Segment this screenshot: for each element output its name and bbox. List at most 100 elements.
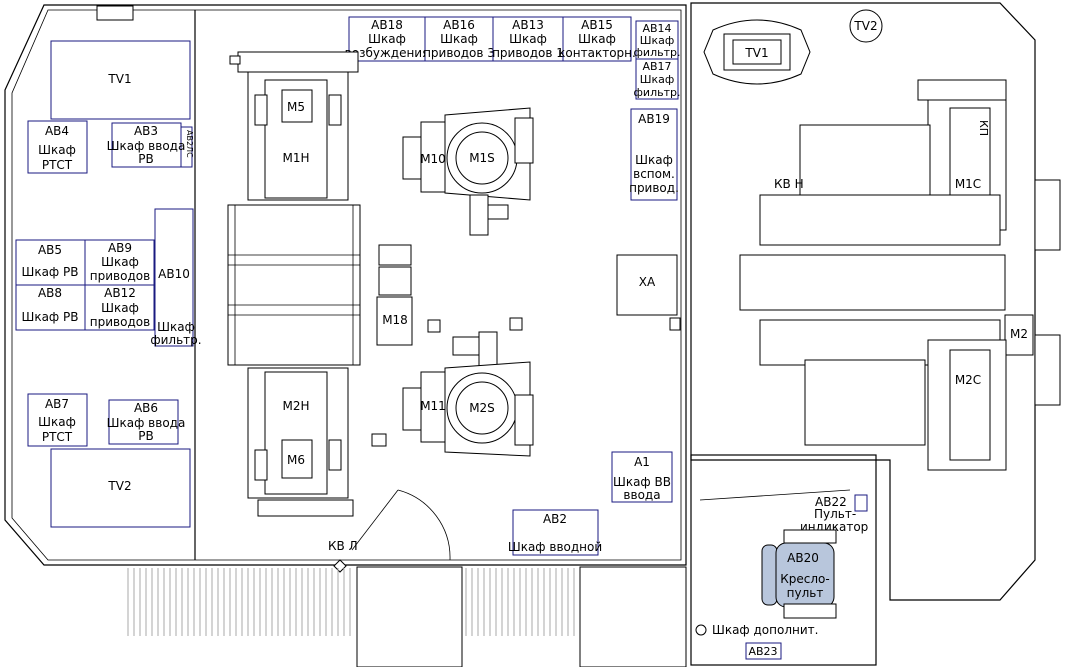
svg-text:AB19: AB19 <box>638 112 670 126</box>
hull-inner-outline <box>11 9 682 561</box>
svg-text:Шкаф: Шкаф <box>640 34 675 47</box>
svg-text:XA: XA <box>639 275 656 289</box>
panel-tv1[interactable]: TV1 <box>50 40 191 120</box>
svg-text:Шкаф ввода: Шкаф ввода <box>107 139 186 153</box>
main-drum <box>227 204 361 366</box>
svg-text:приводов: приводов <box>90 315 150 329</box>
panel-ab3[interactable]: AB3 Шкаф ввода РВ АВ2ЛС <box>107 122 194 168</box>
svg-text:Шкаф: Шкаф <box>440 32 478 46</box>
cab-outline <box>690 2 1036 601</box>
svg-text:Шкаф: Шкаф <box>38 143 76 157</box>
svg-text:Шкаф вводной: Шкаф вводной <box>508 540 602 554</box>
svg-text:AB3: AB3 <box>134 124 158 138</box>
seat-console-ab20[interactable]: AB20 Кресло- пульт <box>761 529 837 619</box>
svg-text:AB16: AB16 <box>443 18 475 32</box>
panel-ab5[interactable]: AB5 Шкаф РВ <box>15 239 86 286</box>
svg-text:Шкаф: Шкаф <box>38 415 76 429</box>
svg-text:M6: M6 <box>287 453 305 467</box>
svg-text:РВ: РВ <box>138 152 153 166</box>
svg-text:AB12: AB12 <box>104 286 136 300</box>
svg-text:пульт: пульт <box>787 586 824 600</box>
svg-text:Шкаф: Шкаф <box>509 32 547 46</box>
svg-text:M11: M11 <box>420 399 446 413</box>
svg-text:КВ Н: КВ Н <box>774 177 804 191</box>
svg-text:M5: M5 <box>287 100 305 114</box>
svg-text:A1: A1 <box>634 455 650 469</box>
cab-tv2-marker: TV2 <box>849 9 883 43</box>
svg-text:AB5: AB5 <box>38 243 62 257</box>
cabinet-ab23[interactable]: Шкаф дополнит. AB23 <box>695 623 818 660</box>
svg-text:РТСТ: РТСТ <box>42 430 73 444</box>
svg-text:M1H: M1H <box>282 151 309 165</box>
cabinet-ab2[interactable]: AB2 Шкаф вводной <box>508 509 602 556</box>
svg-text:Шкаф: Шкаф <box>101 301 139 315</box>
cabinet-ab16[interactable]: AB16 Шкаф приводов 3 <box>423 16 495 62</box>
svg-text:ввода: ввода <box>623 488 660 502</box>
svg-text:TV1: TV1 <box>744 46 768 60</box>
svg-text:M1S: M1S <box>469 151 495 165</box>
roof-hatch <box>96 5 134 21</box>
panel-ab6[interactable]: AB6 Шкаф ввода РВ <box>107 399 186 445</box>
pult-indicator-ab22[interactable]: AB22 Пульт- индикатор <box>699 489 868 534</box>
svg-text:AB9: AB9 <box>108 241 132 255</box>
motor-m10-m1s: M10 M1S <box>402 107 534 236</box>
traction-motor-m2h: M2H M6 <box>247 367 354 517</box>
svg-text:Шкаф: Шкаф <box>157 320 195 334</box>
svg-text:приводов 1: приводов 1 <box>492 46 564 60</box>
svg-text:Шкаф РВ: Шкаф РВ <box>22 310 79 324</box>
svg-text:AB10: AB10 <box>158 267 190 281</box>
panel-ab9[interactable]: AB9 Шкаф приводов <box>84 239 155 286</box>
cabinet-a1[interactable]: A1 Шкаф ВВ ввода <box>611 451 673 503</box>
svg-text:AB20: AB20 <box>787 551 819 565</box>
svg-text:Шкаф ВВ: Шкаф ВВ <box>613 475 671 489</box>
cabinet-ab15[interactable]: AB15 Шкаф контакторн. <box>558 16 636 62</box>
svg-text:AB8: AB8 <box>38 286 62 300</box>
cabinet-ab13[interactable]: AB13 Шкаф приводов 1 <box>492 16 564 62</box>
svg-text:контакторн.: контакторн. <box>558 46 636 60</box>
cab-motor-m2c: M2C <box>927 339 1007 471</box>
hull-outline <box>4 4 687 566</box>
svg-text:Шкаф: Шкаф <box>578 32 616 46</box>
cabinet-ab18[interactable]: AB18 Шкаф возбуждения <box>345 16 430 62</box>
svg-text:привод.: привод. <box>629 181 679 195</box>
cab-lower-room <box>690 454 877 666</box>
svg-text:Шкаф: Шкаф <box>101 255 139 269</box>
cabinet-ab14[interactable]: AB14 Шкаф фильтр. <box>634 20 681 60</box>
door-kv-l[interactable]: КВ Л <box>328 489 451 573</box>
svg-text:Пульт-: Пульт- <box>814 507 856 521</box>
cab-transformer-tv1: TV1 <box>703 19 811 85</box>
panel-tv2[interactable]: TV2 <box>50 448 191 528</box>
panel-ab4[interactable]: AB4 Шкаф РТСТ <box>27 120 88 174</box>
side-hatch <box>1034 334 1061 406</box>
panel-ab7[interactable]: AB7 Шкаф РТСТ <box>27 393 88 447</box>
cabinet-ab19[interactable]: AB19 Шкаф вспом. привод. <box>629 108 679 201</box>
svg-text:AB2: AB2 <box>543 512 567 526</box>
svg-text:M10: M10 <box>420 152 446 166</box>
panel-ab10[interactable]: AB10 Шкаф фильтр. <box>150 208 202 347</box>
panel-tv1-code: TV1 <box>107 72 131 86</box>
step-box <box>579 566 687 667</box>
svg-text:Шкаф РВ: Шкаф РВ <box>22 265 79 279</box>
svg-text:AB13: AB13 <box>512 18 544 32</box>
svg-text:Шкаф: Шкаф <box>640 73 675 86</box>
panel-ab8[interactable]: AB8 Шкаф РВ <box>15 284 86 331</box>
motor-m11-m2s: M11 M2S <box>402 331 534 457</box>
svg-text:M2S: M2S <box>469 401 495 415</box>
svg-text:Шкаф: Шкаф <box>635 153 673 167</box>
svg-text:M2C: M2C <box>955 373 981 387</box>
grating-left <box>127 568 351 636</box>
svg-text:фильтр.: фильтр. <box>150 333 201 347</box>
svg-text:фильтр.: фильтр. <box>634 86 681 99</box>
svg-text:РТСТ: РТСТ <box>42 158 73 172</box>
panel-ab3-side-label: АВ2ЛС <box>185 130 194 158</box>
svg-text:Шкаф ввода: Шкаф ввода <box>107 416 186 430</box>
cabinet-ab17[interactable]: AB17 Шкаф фильтр. <box>634 58 681 100</box>
panel-ab12[interactable]: AB12 Шкаф приводов <box>84 284 155 331</box>
svg-text:M2H: M2H <box>282 399 309 413</box>
svg-text:возбуждения: возбуждения <box>345 46 430 60</box>
cab-motor-m2: M2 <box>1004 314 1034 356</box>
side-hatch <box>1034 179 1061 251</box>
svg-text:AB17: AB17 <box>642 60 671 73</box>
svg-text:РВ: РВ <box>138 429 153 443</box>
